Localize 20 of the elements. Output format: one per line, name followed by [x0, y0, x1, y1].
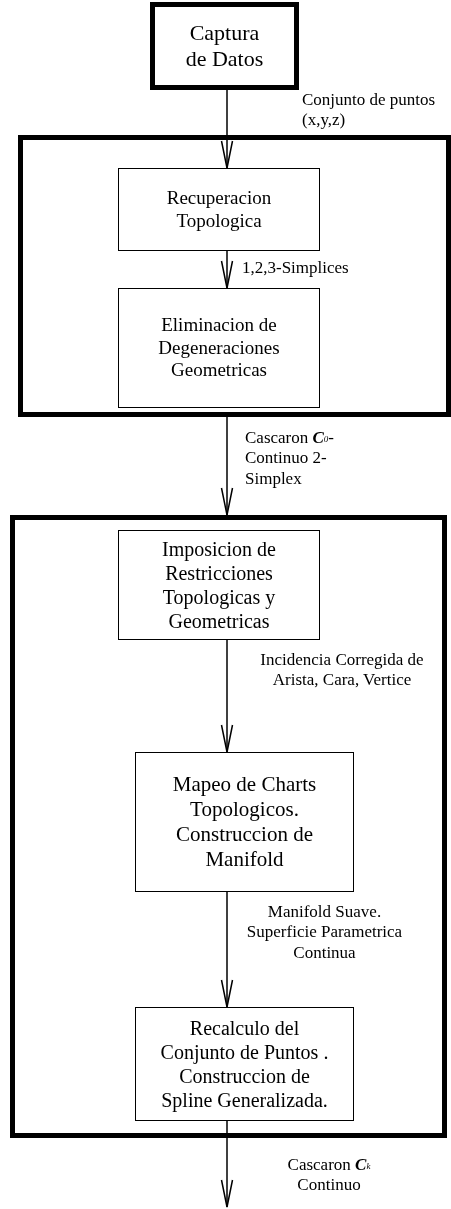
container-box	[10, 515, 447, 1138]
arrow	[220, 250, 234, 289]
process-box	[118, 288, 320, 408]
box-text: Eliminacion de Degeneraciones Geometricas	[157, 313, 281, 383]
process-box	[118, 168, 320, 251]
arrow	[220, 416, 234, 516]
arrow	[220, 639, 234, 753]
arrow	[220, 891, 234, 1008]
box-text: Mapeo de Charts Topologicos. Construccion de Manifold	[171, 771, 318, 873]
process-box	[135, 1007, 354, 1121]
container-box	[18, 135, 451, 417]
process-box	[150, 2, 299, 90]
arrow	[220, 89, 234, 169]
box-text: Recalculo del Conjunto de Puntos . Construccion de Spline Generalizada.	[159, 1016, 330, 1112]
process-box	[118, 530, 320, 640]
box-text: Captura de Datos	[184, 19, 265, 73]
process-box	[135, 752, 354, 892]
box-text: Imposicion de Restricciones Topologicas y Geometricas	[161, 537, 277, 633]
arrow	[220, 1120, 234, 1208]
box-text: Recuperacion Topologica	[165, 186, 273, 233]
